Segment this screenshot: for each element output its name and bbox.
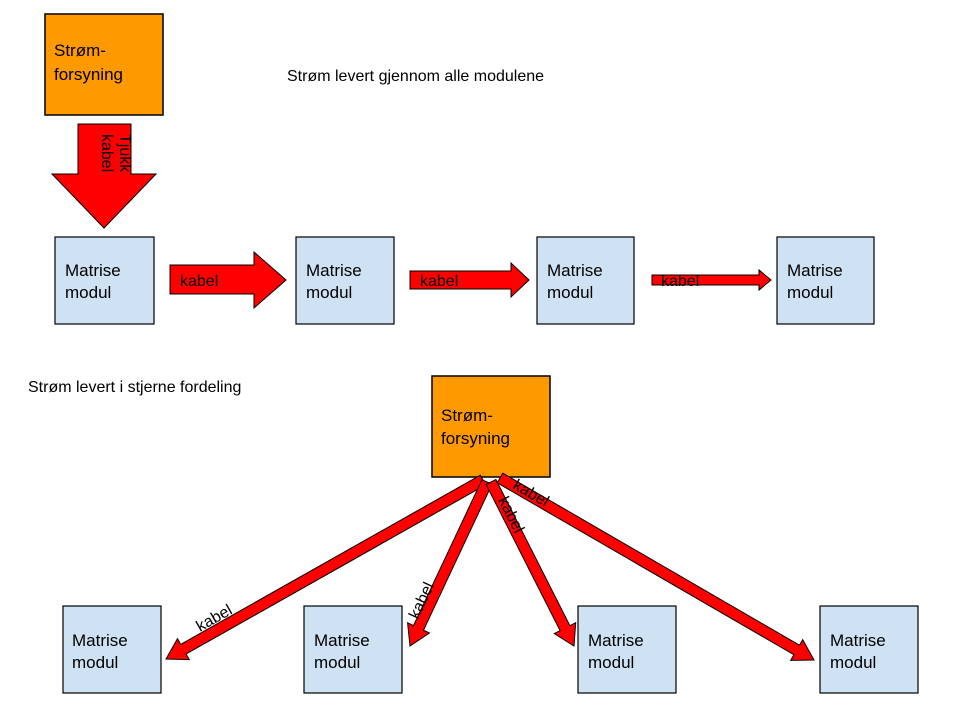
- top-cable-arrow-2: kabel: [409, 261, 530, 299]
- bottom-module-1: Matrise modul: [62, 605, 162, 694]
- top-module-4: Matrise modul: [776, 236, 875, 325]
- top-supply-line2: forsyning: [54, 65, 123, 84]
- bottom-module-2: Matrise modul: [303, 605, 403, 694]
- bottom-module-1-line1: Matrise: [72, 631, 128, 650]
- top-module-3-line1: Matrise: [547, 261, 603, 280]
- top-module-3: Matrise modul: [536, 236, 635, 325]
- top-cable-label-3: kabel: [661, 273, 699, 290]
- star-cable-label-3: kabel: [494, 494, 526, 536]
- star-cable-arrow-2: [407, 479, 493, 647]
- top-cable-arrow-3: kabel: [651, 268, 772, 292]
- bottom-module-2-line2: modul: [314, 653, 360, 672]
- top-module-1-line2: modul: [65, 283, 111, 302]
- top-module-2-line2: modul: [306, 283, 352, 302]
- bottom-module-3-line2: modul: [588, 653, 634, 672]
- top-module-2: Matrise modul: [295, 236, 395, 325]
- bottom-module-4-line2: modul: [830, 653, 876, 672]
- top-supply-line1: Strøm-: [54, 41, 106, 60]
- bottom-module-4: Matrise modul: [819, 605, 919, 694]
- bottom-power-supply: Strøm- forsyning: [431, 375, 551, 478]
- star-cable-arrow-4: [496, 472, 815, 661]
- top-caption: Strøm levert gjennom alle modulene: [287, 68, 544, 85]
- bottom-supply-line2: forsyning: [441, 429, 510, 448]
- bottom-module-3-line1: Matrise: [588, 631, 644, 650]
- top-module-1: Matrise modul: [54, 236, 155, 325]
- star-cable-arrow-1: [165, 474, 487, 661]
- top-cable-arrow-1: kabel: [169, 250, 287, 310]
- top-cable-label-1: kabel: [180, 273, 218, 290]
- top-module-4-line2: modul: [787, 283, 833, 302]
- top-cable-label-2: kabel: [420, 273, 458, 290]
- top-module-4-line1: Matrise: [787, 261, 843, 280]
- bottom-module-2-line1: Matrise: [314, 631, 370, 650]
- top-power-supply: Strøm- forsyning: [44, 13, 164, 116]
- bottom-module-4-line1: Matrise: [830, 631, 886, 650]
- thick-cable-label-line2: kabel: [98, 134, 115, 172]
- top-module-1-line1: Matrise: [65, 261, 121, 280]
- top-module-2-line1: Matrise: [306, 261, 362, 280]
- bottom-supply-line1: Strøm-: [441, 406, 493, 425]
- bottom-module-1-line2: modul: [72, 653, 118, 672]
- star-cable-arrow-3: [485, 478, 577, 647]
- bottom-module-3: Matrise modul: [577, 605, 677, 694]
- thick-cable-label-line1: Tjukk: [116, 134, 133, 173]
- bottom-caption: Strøm levert i stjerne fordeling: [28, 379, 241, 396]
- top-module-3-line2: modul: [547, 283, 593, 302]
- thick-cable-arrow: Tjukk kabel: [50, 123, 158, 229]
